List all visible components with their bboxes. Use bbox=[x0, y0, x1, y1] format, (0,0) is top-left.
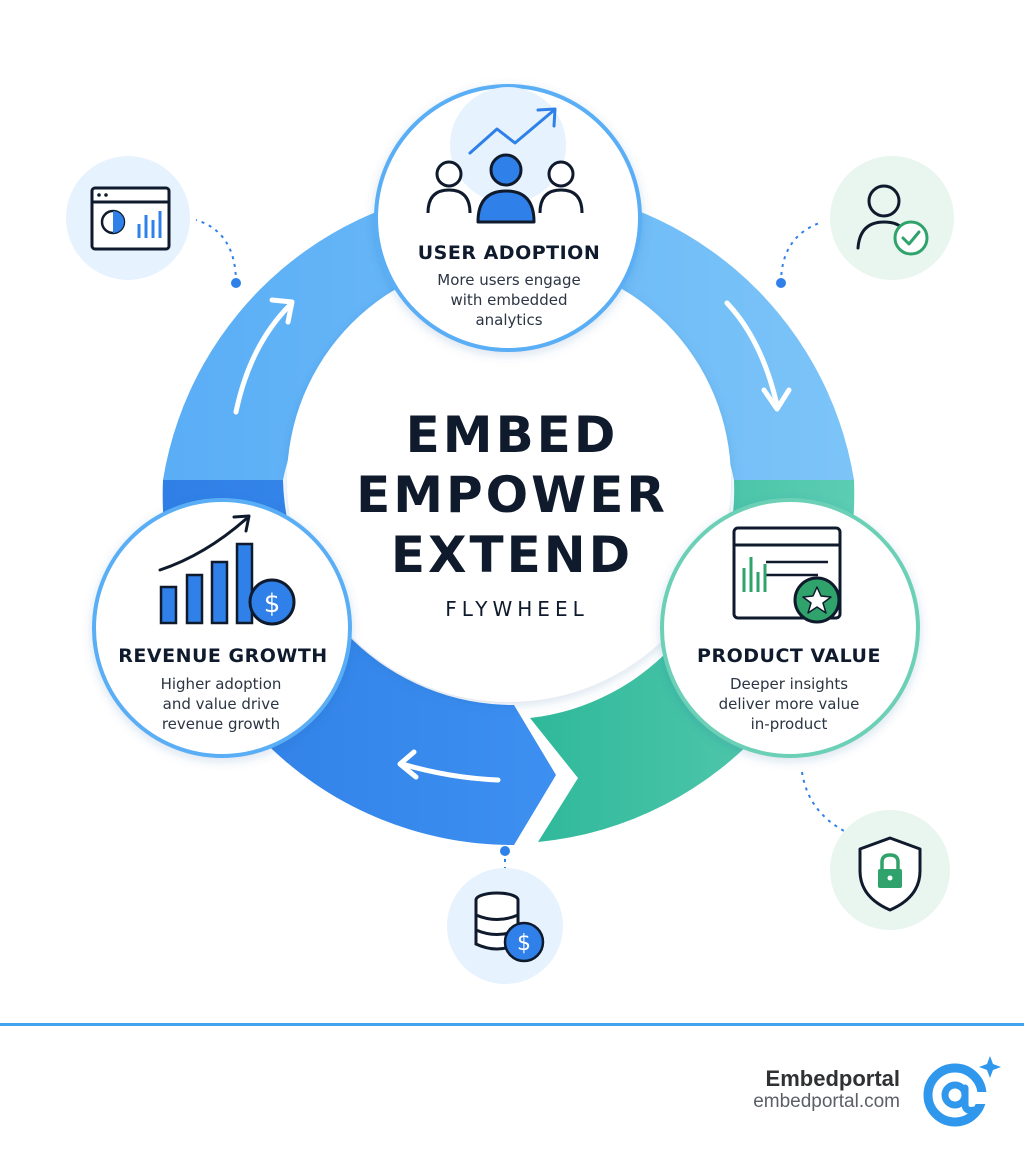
cycle-arrowhead bbox=[761, 387, 792, 412]
node-desc-line: analytics bbox=[475, 311, 542, 329]
cycle-arrow-icon bbox=[233, 302, 293, 415]
center-subtitle: FLYWHEEL bbox=[445, 597, 588, 621]
user-check-icon bbox=[856, 184, 929, 256]
node-user-adoption: USER ADOPTION More users engage with emb… bbox=[374, 84, 642, 352]
database-dollar-icon: $ bbox=[474, 891, 545, 963]
product-window-star-icon bbox=[732, 526, 842, 624]
footer-divider bbox=[0, 1023, 1024, 1026]
user-group-growth-icon bbox=[426, 107, 584, 224]
center-title-embed: EMBED bbox=[406, 406, 619, 464]
node-desc-line: deliver more value bbox=[719, 695, 860, 713]
dollar-glyph: $ bbox=[517, 931, 531, 956]
node-title: PRODUCT VALUE bbox=[697, 645, 881, 667]
connector-dot bbox=[231, 278, 241, 288]
brand-name: Embedportal bbox=[765, 1066, 900, 1091]
satellite-revenue: $ bbox=[447, 868, 563, 984]
cycle-arrowhead bbox=[397, 749, 419, 780]
brand-logo-icon bbox=[923, 1056, 1001, 1127]
lock-shield-icon bbox=[858, 836, 922, 912]
cycle-arrow-icon bbox=[724, 300, 780, 408]
satellite-dashboard bbox=[66, 156, 190, 280]
satellite-bg bbox=[830, 156, 954, 280]
cycle-arrow-icon bbox=[399, 761, 501, 783]
flywheel-diagram: EMBED EMPOWER EXTEND FLYWHEEL bbox=[66, 84, 954, 984]
connector-line bbox=[195, 219, 237, 284]
connector-line bbox=[780, 221, 823, 284]
satellite-security bbox=[830, 810, 950, 930]
node-desc-line: Deeper insights bbox=[730, 675, 848, 693]
node-desc-line: revenue growth bbox=[162, 715, 280, 733]
node-desc-line: with embedded bbox=[451, 291, 568, 309]
node-desc-line: and value drive bbox=[163, 695, 280, 713]
ring-segment-adoption bbox=[163, 185, 854, 480]
dashboard-icon bbox=[90, 186, 171, 251]
cycle-arrowhead bbox=[269, 297, 295, 325]
node-product-value: PRODUCT VALUE Deeper insights deliver mo… bbox=[660, 498, 920, 758]
node-desc-line: More users engage bbox=[437, 271, 580, 289]
connector-dot bbox=[500, 846, 510, 856]
dollar-glyph: $ bbox=[264, 589, 281, 619]
node-title: REVENUE GROWTH bbox=[118, 645, 327, 667]
connector-dot bbox=[776, 278, 786, 288]
connector-line bbox=[801, 771, 847, 833]
node-desc-line: in-product bbox=[751, 715, 828, 733]
satellite-user-check bbox=[830, 156, 954, 280]
revenue-bar-chart-icon: $ bbox=[158, 514, 296, 626]
node-revenue-growth: $ REVENUE GROWTH Higher adoption and val… bbox=[92, 498, 352, 758]
brand-url: embedportal.com bbox=[753, 1091, 900, 1112]
center-title-extend: EXTEND bbox=[391, 526, 633, 584]
center-title-empower: EMPOWER bbox=[356, 466, 668, 524]
node-title: USER ADOPTION bbox=[418, 242, 600, 264]
center-disk bbox=[287, 258, 731, 702]
node-desc-line: Higher adoption bbox=[161, 675, 282, 693]
